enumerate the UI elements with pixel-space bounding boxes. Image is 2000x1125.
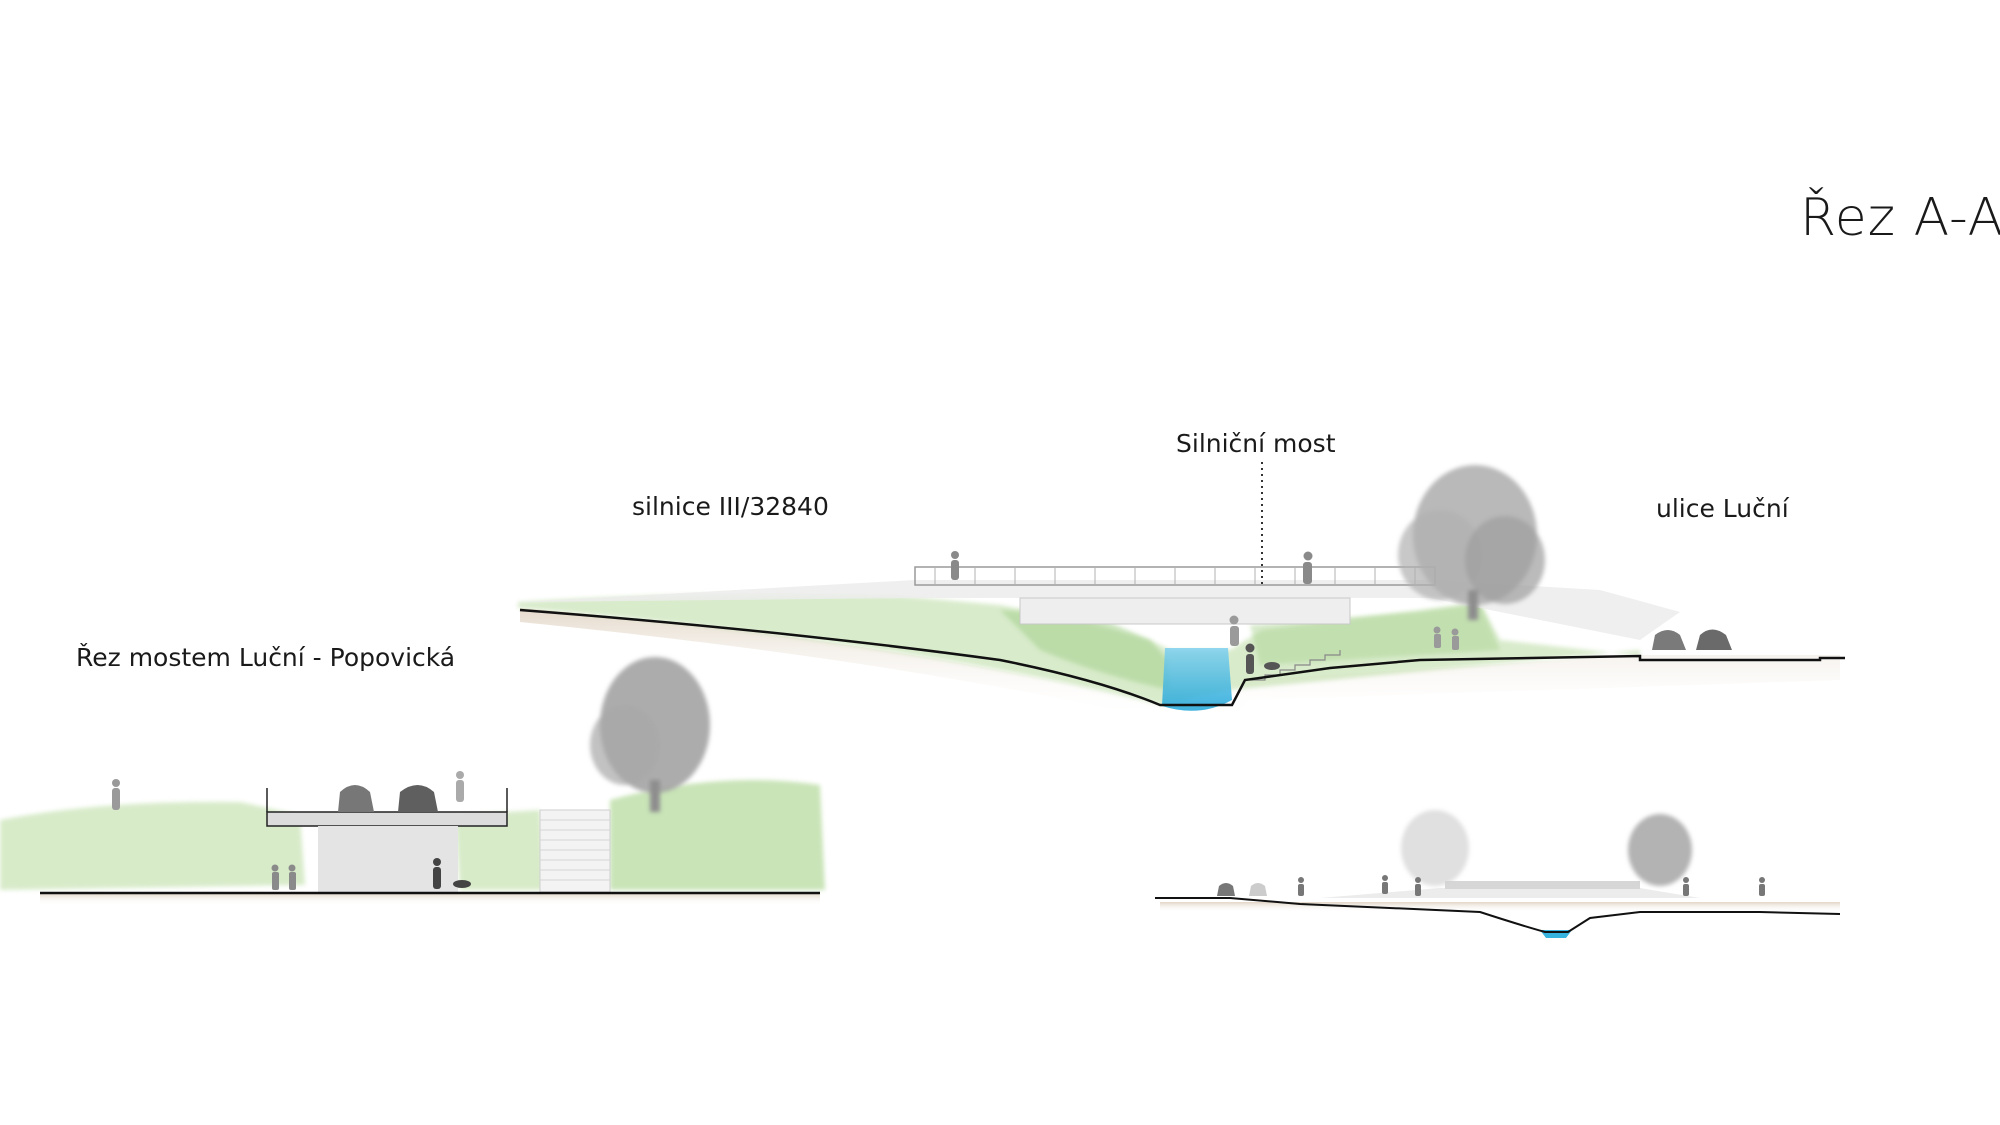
small-bridge-deck [1320, 888, 1700, 898]
figure-dog-walker-2 [433, 858, 471, 889]
figure-children [1433, 626, 1459, 650]
bridge-abutment [1019, 597, 1351, 625]
figure-standing [1229, 615, 1239, 646]
soil-band-2 [40, 893, 820, 905]
small-terrain-profile [1155, 897, 1841, 933]
figure-walker-1 [951, 551, 959, 580]
label-bridge: Silniční most [1176, 429, 1336, 458]
soil-band-3 [1160, 902, 1840, 912]
tree-right [1398, 465, 1545, 620]
section-bridge [0, 657, 825, 905]
car-3 [338, 785, 374, 812]
figure-walker-4 [456, 771, 464, 802]
figure-walker-3 [112, 779, 120, 810]
stairs-treads [540, 819, 610, 881]
label-road: silnice III/32840 [632, 492, 829, 521]
car-4 [398, 785, 438, 812]
sheet-title: Řez A-A [1800, 188, 2000, 248]
car-2 [1696, 629, 1732, 650]
grass-mid [455, 810, 545, 890]
soil-band [520, 608, 1840, 720]
grass-area-right [1250, 604, 1500, 665]
grass-left [0, 801, 305, 890]
stream-water [1162, 648, 1232, 711]
label-street: ulice Luční [1656, 494, 1789, 523]
stairs-block [539, 809, 611, 893]
tree-left [590, 657, 710, 812]
small-cars [1217, 883, 1267, 896]
steps [1250, 650, 1341, 681]
label-section-2: Řez mostem Luční - Popovická [76, 643, 456, 672]
figure-walker-2 [1303, 551, 1313, 584]
grass-area-dense [1000, 610, 1170, 690]
small-figures [1298, 875, 1765, 896]
terrain-profile [519, 608, 1845, 707]
car-1 [1652, 630, 1686, 650]
figure-dog-walker [1245, 643, 1280, 674]
bridge-deck [520, 580, 1680, 640]
grass-right [610, 780, 825, 890]
section-small [1155, 810, 1841, 938]
small-trees [1401, 810, 1692, 886]
small-bridge-railing [1445, 881, 1640, 889]
bridge-section-deck [266, 811, 508, 827]
figure-children-2 [271, 864, 296, 890]
section-a-a [518, 462, 1845, 720]
